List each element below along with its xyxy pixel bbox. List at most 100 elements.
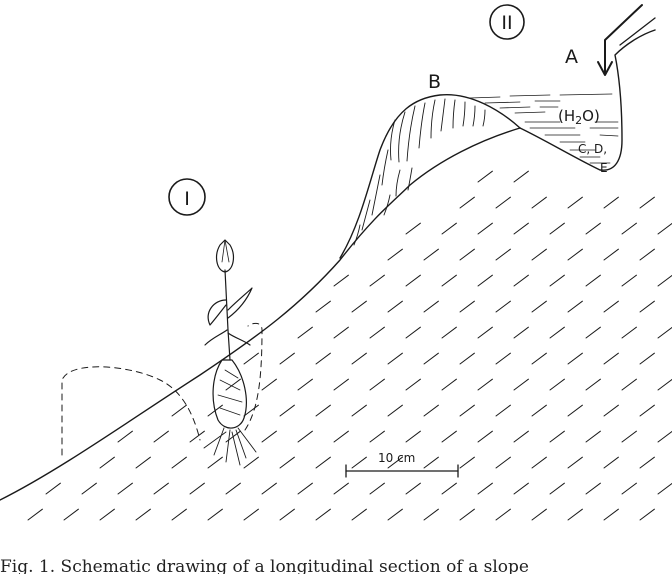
- soil-dash: [441, 325, 459, 339]
- soil-dash: [567, 247, 585, 261]
- soil-dash: [639, 247, 657, 261]
- soil-dash: [639, 507, 657, 521]
- soil-dash: [657, 326, 672, 339]
- plant-illustration: [203, 239, 257, 466]
- soil-dash: [531, 351, 549, 365]
- soil-dash: [549, 221, 567, 235]
- soil-dash: [513, 221, 531, 235]
- soil-dash: [225, 377, 243, 391]
- soil-dash: [225, 481, 243, 495]
- soil-dash: [657, 274, 672, 287]
- soil-dash: [585, 221, 603, 235]
- soil-dash: [423, 403, 441, 417]
- soil-dash: [369, 481, 387, 495]
- soil-dash: [531, 299, 549, 313]
- layer-e-label: E: [600, 161, 608, 175]
- soil-dash: [531, 507, 549, 521]
- soil-dash: [63, 507, 81, 521]
- layers-cde-label: C, D,: [578, 142, 607, 156]
- soil-dash: [243, 507, 261, 521]
- soil-dash: [567, 351, 585, 365]
- soil-dash: [171, 455, 189, 469]
- soil-dash: [351, 455, 369, 469]
- soil-dash: [549, 377, 567, 391]
- soil-dash: [315, 403, 333, 417]
- soil-dash: [405, 429, 423, 443]
- soil-dash: [405, 325, 423, 339]
- soil-dash: [459, 247, 477, 261]
- soil-dash: [441, 429, 459, 443]
- site-two-label: II: [501, 12, 512, 34]
- soil-dash: [495, 403, 513, 417]
- soil-dash: [459, 299, 477, 313]
- soil-dash: [603, 247, 621, 261]
- soil-dash: [459, 195, 477, 209]
- soil-dash: [369, 429, 387, 443]
- soil-dash: [405, 221, 423, 235]
- soil-dash: [171, 403, 189, 417]
- figure-caption: Fig. 1. Schematic drawing of a longitudi…: [0, 557, 529, 574]
- soil-dash: [261, 429, 279, 443]
- soil-dash: [477, 429, 495, 443]
- soil-dash: [441, 377, 459, 391]
- soil-dash: [387, 455, 405, 469]
- soil-dash: [549, 273, 567, 287]
- soil-dash: [603, 403, 621, 417]
- soil-dash: [351, 299, 369, 313]
- soil-dash: [477, 221, 495, 235]
- mound-b-hatching: [353, 98, 486, 246]
- soil-dash: [621, 273, 639, 287]
- soil-dash: [657, 378, 672, 391]
- soil-dash: [27, 507, 45, 521]
- soil-dash: [423, 351, 441, 365]
- site-one-label: I: [184, 188, 190, 210]
- soil-dash: [621, 377, 639, 391]
- soil-dash: [513, 273, 531, 287]
- soil-dash: [531, 247, 549, 261]
- soil-dash: [261, 481, 279, 495]
- soil-dash: [621, 429, 639, 443]
- soil-dash: [657, 430, 672, 443]
- soil-dash: [81, 481, 99, 495]
- soil-dash: [387, 403, 405, 417]
- soil-dash: [477, 377, 495, 391]
- soil-dash: [495, 507, 513, 521]
- soil-dash: [441, 481, 459, 495]
- soil-dash: [459, 455, 477, 469]
- scale-bar: [345, 464, 459, 478]
- soil-dash: [297, 429, 315, 443]
- excavation-outline-right: [244, 322, 263, 431]
- soil-dash: [549, 429, 567, 443]
- soil-dash: [477, 273, 495, 287]
- soil-dash: [207, 455, 225, 469]
- soil-dash: [423, 299, 441, 313]
- excavation-outline: [61, 366, 201, 456]
- soil-dash: [459, 351, 477, 365]
- soil-dash: [387, 507, 405, 521]
- soil-dash: [351, 351, 369, 365]
- soil-dash: [549, 325, 567, 339]
- soil-dash: [279, 403, 297, 417]
- soil-dash: [189, 429, 207, 443]
- soil-dash: [153, 429, 171, 443]
- soil-dash: [603, 455, 621, 469]
- soil-dash: [477, 481, 495, 495]
- soil-dash: [117, 481, 135, 495]
- pit-a-outline: [519, 29, 656, 171]
- soil-dash: [387, 299, 405, 313]
- soil-dash: [513, 325, 531, 339]
- soil-dash: [495, 195, 513, 209]
- pit-water-lines: [469, 93, 619, 164]
- soil-dash: [315, 455, 333, 469]
- soil-dash: [603, 507, 621, 521]
- soil-dash: [495, 455, 513, 469]
- soil-dash: [207, 507, 225, 521]
- soil-dash: [351, 403, 369, 417]
- soil-dash: [333, 481, 351, 495]
- soil-dash: [297, 377, 315, 391]
- soil-dash: [315, 299, 333, 313]
- soil-hatching: [27, 169, 672, 521]
- site-one-circle: [168, 178, 206, 216]
- soil-dash: [297, 481, 315, 495]
